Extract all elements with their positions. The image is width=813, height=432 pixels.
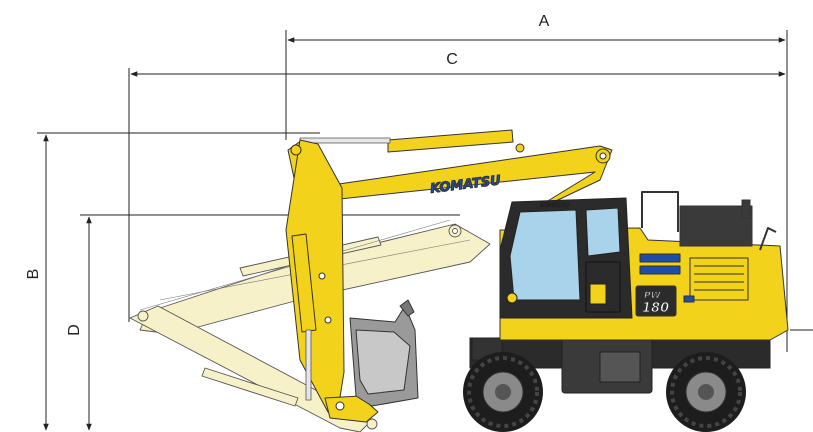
boom-pivot-pin-inner xyxy=(599,152,607,160)
dimension-label-b: B xyxy=(25,269,42,280)
dimension-label-a: A xyxy=(539,13,550,30)
boom-upper-cylinder-rod xyxy=(299,137,391,144)
cab-grille xyxy=(589,283,607,305)
dimension-lines xyxy=(37,30,813,431)
model-number: 180 xyxy=(642,301,669,316)
rear-tire-tread xyxy=(670,356,742,428)
side-badge xyxy=(683,295,695,303)
front-tire-tread xyxy=(467,356,539,428)
arm-pin-top xyxy=(290,144,302,156)
arm-cylinder-rod xyxy=(305,329,312,401)
exhaust-stack xyxy=(741,199,751,219)
cab-brand-logo: KOMATSU xyxy=(540,202,569,209)
arm-pin-mid xyxy=(318,272,326,280)
engine-cover xyxy=(679,205,753,247)
rear-wheel xyxy=(666,352,746,432)
rear-hub xyxy=(698,384,714,400)
boom-upper-cylinder xyxy=(387,129,514,153)
main-arm xyxy=(285,139,379,423)
blue-stripe-bottom xyxy=(639,265,681,275)
bucket xyxy=(349,299,419,407)
handrail xyxy=(641,191,679,232)
bucket-inner xyxy=(355,329,411,395)
chassis-axle-box xyxy=(599,351,641,383)
model-badge xyxy=(635,285,677,317)
bucket-teeth xyxy=(399,299,415,317)
model-prefix: PW xyxy=(644,291,662,301)
boom-cylinder-pin xyxy=(515,143,525,153)
arm-cylinder xyxy=(291,233,317,333)
cab-side-glass xyxy=(585,207,621,257)
main-boom: KOMATSU xyxy=(287,129,613,219)
ghost-arm-cylinder xyxy=(201,367,299,407)
arm-pin-low xyxy=(324,316,332,324)
front-wheel xyxy=(463,352,543,432)
ghost-arm-pin xyxy=(137,310,149,322)
arm-body xyxy=(285,139,345,413)
rear-mirror xyxy=(759,227,777,251)
dimension-label-c: C xyxy=(446,51,458,68)
linkage-pin xyxy=(335,401,345,411)
cab-mirror xyxy=(506,292,518,304)
ghost-boom-pin-inner xyxy=(452,228,458,234)
cab-front-glass xyxy=(509,209,581,301)
front-hub xyxy=(495,384,511,400)
ghost-arm-pin-end xyxy=(366,418,378,430)
vent-slats xyxy=(694,265,744,291)
ghost-arm xyxy=(129,305,373,432)
side-door-vents xyxy=(689,257,749,301)
dimension-label-d: D xyxy=(66,324,83,336)
blue-stripe-top xyxy=(639,253,681,263)
operator-cab: KOMATSU xyxy=(499,197,633,319)
